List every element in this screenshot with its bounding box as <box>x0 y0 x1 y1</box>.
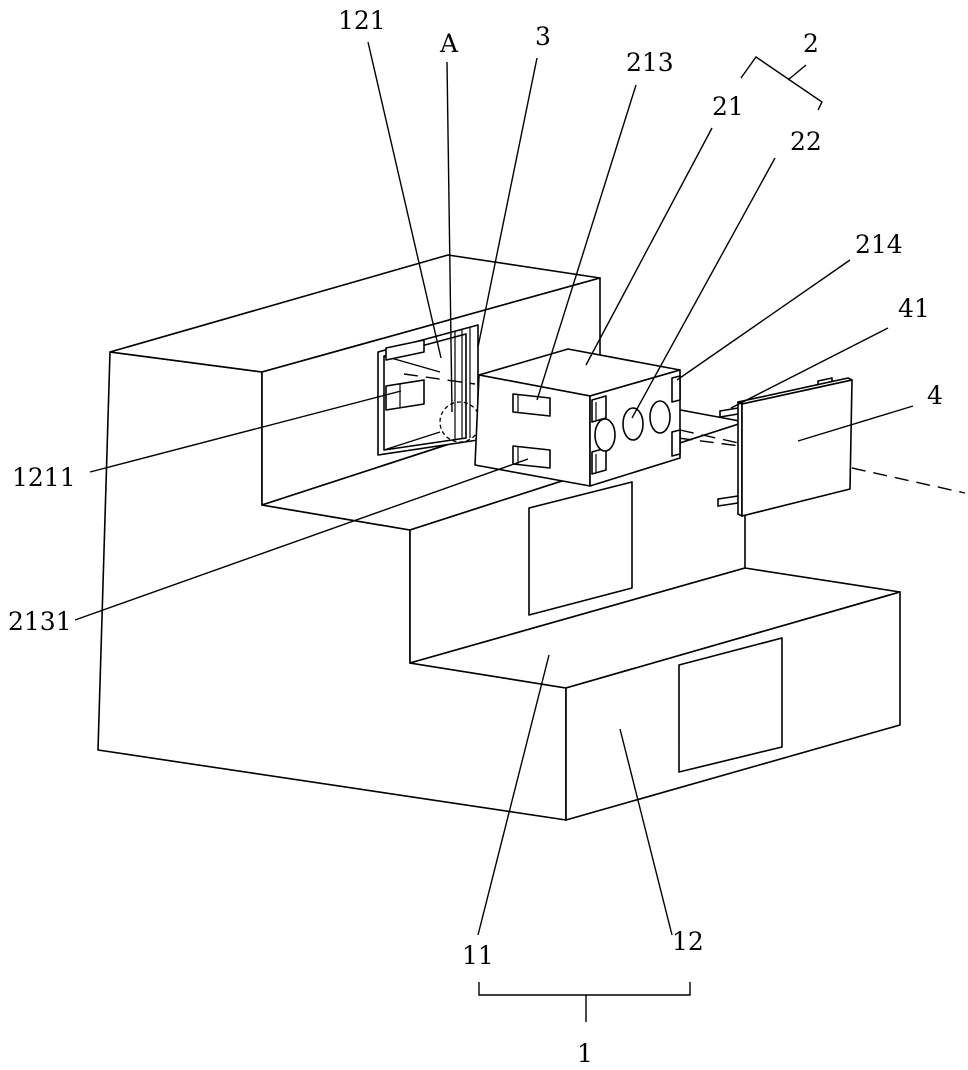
bracket-1 <box>479 982 690 995</box>
label-21: 21 <box>712 92 744 121</box>
label-12: 12 <box>672 927 704 956</box>
cover-plate-4 <box>718 378 852 516</box>
label-11: 11 <box>462 941 494 970</box>
label-213: 213 <box>626 48 674 77</box>
label-41: 41 <box>898 294 930 323</box>
label-22: 22 <box>790 127 822 156</box>
plug-block-21 <box>475 349 680 486</box>
label-3: 3 <box>535 22 551 51</box>
contact-hole-1 <box>595 419 615 451</box>
label-214: 214 <box>855 230 903 259</box>
label-4: 4 <box>927 381 943 410</box>
label-2: 2 <box>803 29 819 58</box>
label-121: 121 <box>338 6 386 35</box>
label-A: A <box>439 29 459 58</box>
latch-slot-1211 <box>386 380 424 410</box>
label-1211: 1211 <box>12 463 76 492</box>
contact-hole-2 <box>623 408 643 440</box>
label-1: 1 <box>577 1039 593 1068</box>
label-2131: 2131 <box>8 607 72 636</box>
contact-hole-3 <box>650 401 670 433</box>
bracket-2 <box>741 57 822 110</box>
